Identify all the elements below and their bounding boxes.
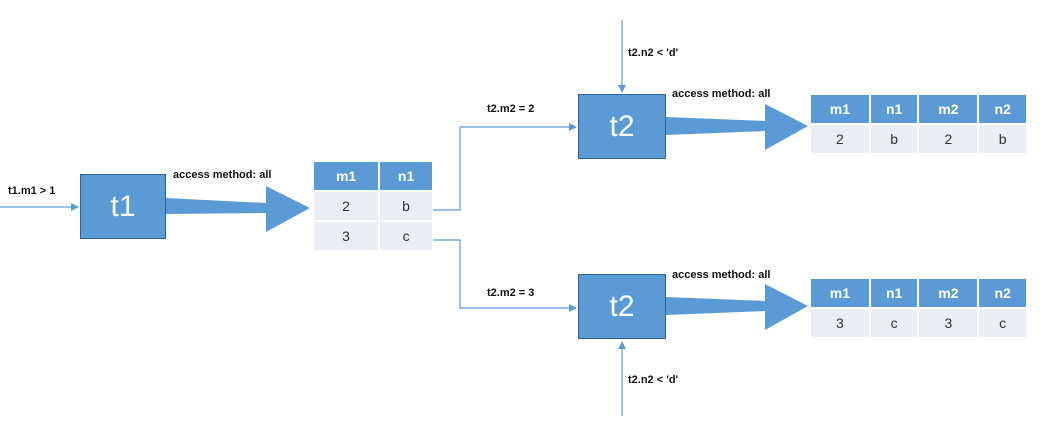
table-cell: b [380, 192, 432, 220]
column-header: m2 [919, 95, 978, 123]
table-cell: c [870, 309, 918, 337]
column-header: m1 [811, 279, 869, 307]
column-header: m1 [811, 95, 869, 123]
t2-bottom-output-big-arrow [666, 284, 808, 330]
table-cell: 2 [919, 125, 978, 153]
column-header: n2 [979, 279, 1026, 307]
table-cell: 2 [811, 125, 869, 153]
column-header: m2 [919, 279, 978, 307]
table-header-row: m1 n1 m2 n2 [811, 279, 1026, 307]
t2-bottom-table-node: t2 [578, 274, 666, 339]
t2-bottom-join-label: t2.m2 = 3 [487, 287, 535, 299]
column-header: m1 [314, 162, 379, 190]
t2-top-result-table: m1 n1 m2 n2 2 b 2 b [809, 93, 1028, 155]
t1-access-method-label: access method: all [173, 169, 272, 181]
table-cell: 3 [919, 309, 978, 337]
table-row: 3 c 3 c [811, 309, 1026, 337]
table-row: 2 b 2 b [811, 125, 1026, 153]
column-header: n1 [870, 95, 918, 123]
column-header: n2 [979, 95, 1026, 123]
column-header: n1 [870, 279, 918, 307]
t2-bottom-condition-label: t2.n2 < 'd' [628, 374, 679, 386]
table-header-row: m1 n1 m2 n2 [811, 95, 1026, 123]
table-cell: b [979, 125, 1026, 153]
table-cell: c [380, 222, 432, 250]
join-connector-bottom [433, 239, 577, 312]
t2-bottom-access-method-label: access method: all [672, 269, 771, 281]
t2-top-condition-label: t2.n2 < 'd' [628, 47, 679, 59]
table-header-row: m1 n1 [314, 162, 432, 190]
t1-condition-label: t1.m1 > 1 [8, 185, 56, 197]
t2-bottom-node-label: t2 [609, 289, 635, 323]
table-cell: 3 [811, 309, 869, 337]
table-row: 3 c [314, 222, 432, 250]
t2-top-node-label: t2 [609, 109, 635, 143]
t2-top-output-big-arrow [666, 104, 808, 150]
table-cell: b [870, 125, 918, 153]
t1-node-label: t1 [110, 189, 136, 223]
table-row: 2 b [314, 192, 432, 220]
t2-top-table-node: t2 [578, 94, 666, 159]
t2-top-access-method-label: access method: all [672, 88, 771, 100]
join-connector-top [433, 123, 577, 211]
t1-result-table: m1 n1 2 b 3 c [312, 160, 434, 252]
table-cell: 3 [314, 222, 379, 250]
table-cell: 2 [314, 192, 379, 220]
t1-table-node: t1 [80, 174, 166, 239]
table-cell: c [979, 309, 1026, 337]
column-header: n1 [380, 162, 432, 190]
t1-output-big-arrow [166, 186, 310, 232]
t2-top-join-label: t2.m2 = 2 [487, 103, 535, 115]
t2-bottom-result-table: m1 n1 m2 n2 3 c 3 c [809, 277, 1028, 339]
